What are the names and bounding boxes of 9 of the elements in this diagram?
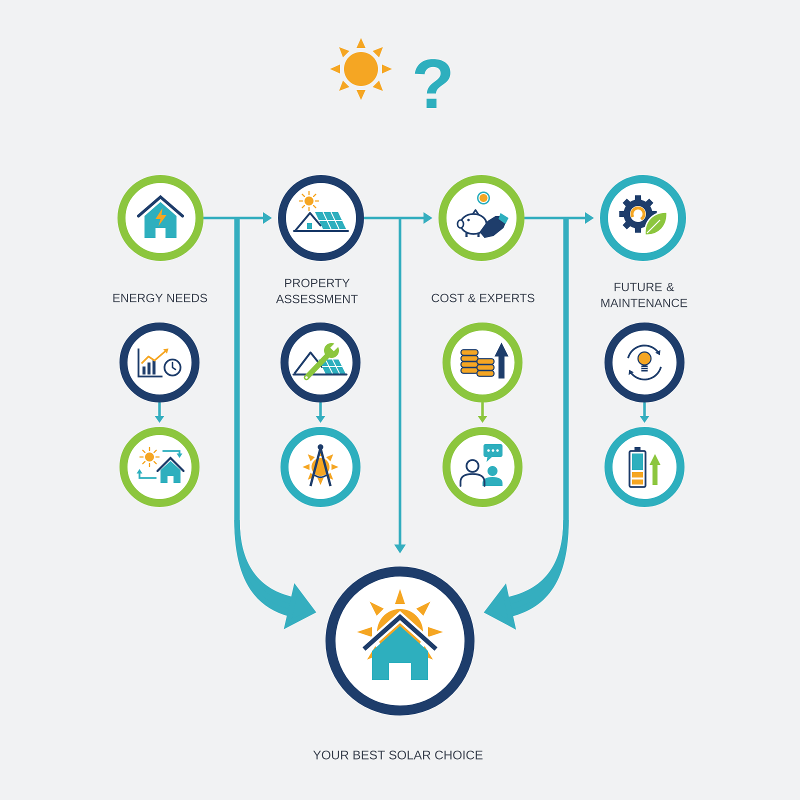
question-mark: ?	[414, 59, 450, 108]
connector-line	[364, 216, 400, 220]
node-label: FUTURE & MAINTENANCE	[601, 282, 688, 308]
connector-line	[524, 216, 566, 220]
connector-line	[204, 216, 237, 220]
node-label: ENERGY NEEDS	[113, 294, 208, 302]
node-label: YOUR BEST SOLAR CHOICE	[313, 750, 483, 760]
node-label: PROPERTY ASSESSMENT	[276, 278, 358, 304]
node-label: COST & EXPERTS	[432, 294, 534, 302]
